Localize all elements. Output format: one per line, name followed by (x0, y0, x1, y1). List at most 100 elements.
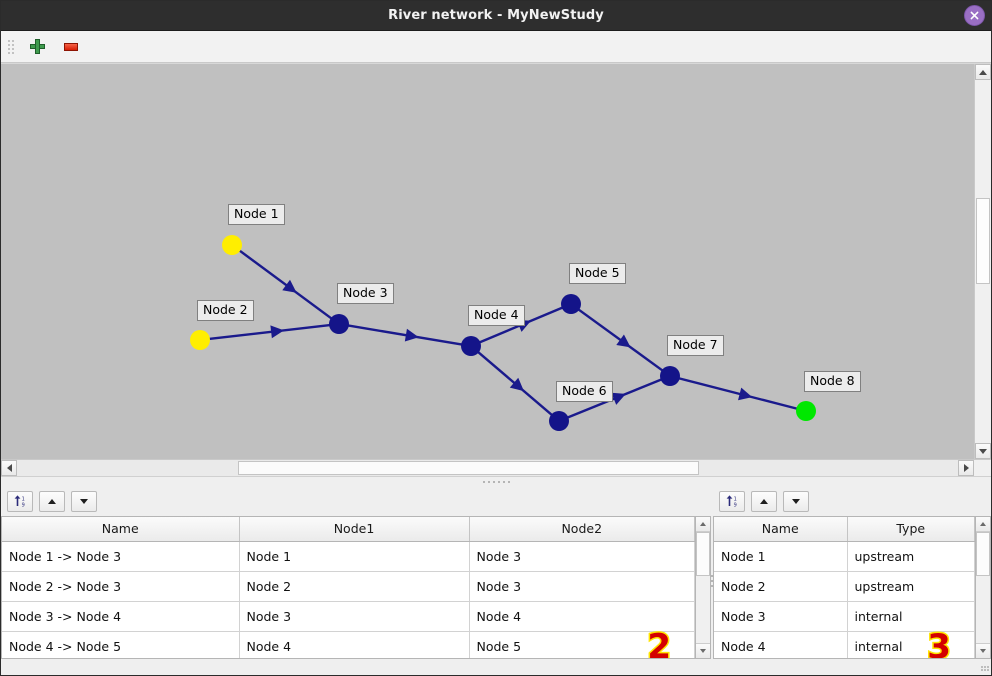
table-cell[interactable]: upstream (847, 571, 975, 602)
vertical-splitter[interactable] (711, 486, 713, 675)
table-cell[interactable]: Node 4 (469, 601, 695, 632)
node-node2[interactable] (190, 330, 210, 350)
edge-Node3-to-Node4[interactable] (347, 324, 463, 346)
nodes-vertical-scrollbar[interactable] (974, 517, 991, 659)
drag-grip-icon[interactable] (7, 36, 14, 58)
edge-Node7-to-Node8[interactable] (678, 377, 798, 410)
table-cell[interactable]: Node 4 (714, 631, 848, 658)
table-cell[interactable]: Node 2 -> Node 3 (2, 571, 240, 602)
scrollbar-corner (974, 460, 991, 476)
horizontal-splitter[interactable] (1, 476, 991, 486)
scroll-right-button[interactable] (958, 460, 974, 476)
table-cell[interactable]: Node 3 (469, 541, 695, 572)
scroll-down-button[interactable] (975, 443, 991, 459)
node-node4[interactable] (461, 336, 481, 356)
canvas-vertical-scrollbar[interactable] (974, 64, 991, 459)
nodes-vscroll-track[interactable] (975, 532, 990, 643)
nodes-sort-button[interactable]: 1 9 (719, 490, 745, 512)
canvas-horizontal-scrollbar[interactable] (1, 459, 991, 476)
canvas-vscroll-track[interactable] (975, 80, 991, 443)
table-cell[interactable]: Node 2 (714, 571, 848, 602)
table-cell[interactable]: Node 3 -> Node 4 (2, 601, 240, 632)
table-cell[interactable]: upstream (847, 541, 975, 572)
reaches-vertical-scrollbar[interactable] (695, 517, 711, 659)
nodes-move-up-button[interactable] (751, 490, 777, 512)
reaches-move-up-button[interactable] (39, 490, 65, 512)
table-cell[interactable]: internal (847, 601, 975, 632)
table-cell[interactable]: Node 4 -> Node 5 (2, 631, 240, 658)
table-cell[interactable]: Node 3 (714, 601, 848, 632)
node-label-node1[interactable]: Node 1 (228, 204, 285, 225)
reaches-column-header[interactable]: Name (2, 517, 240, 542)
nodes-column-header[interactable]: Type (847, 517, 975, 542)
edge-Node2-to-Node3[interactable] (208, 323, 331, 341)
table-cell[interactable]: Node 4 (239, 631, 470, 658)
canvas-hscroll-thumb[interactable] (238, 461, 699, 475)
edge-arrow-icon (282, 279, 297, 293)
table-cell[interactable]: internal (847, 631, 975, 658)
remove-node-button[interactable] (60, 36, 82, 58)
resize-grip-icon[interactable] (981, 666, 989, 674)
nodes-scroll-up-button[interactable] (975, 517, 990, 532)
table-cell[interactable]: Node 1 -> Node 3 (2, 541, 240, 572)
table-cell[interactable]: Node 3 (469, 571, 695, 602)
scroll-left-button[interactable] (1, 460, 17, 476)
table-cell[interactable]: Node 3 (239, 601, 470, 632)
node-node7[interactable] (660, 366, 680, 386)
table-cell[interactable]: Node 5 (469, 631, 695, 658)
svg-text:9: 9 (22, 502, 25, 508)
nodes-group (190, 235, 816, 431)
reaches-sort-button[interactable]: 1 9 (7, 490, 33, 512)
node-label-node7[interactable]: Node 7 (667, 335, 724, 356)
reaches-vscroll-track[interactable] (696, 532, 710, 643)
node-label-node8[interactable]: Node 8 (804, 371, 861, 392)
node-node5[interactable] (561, 294, 581, 314)
node-label-node6[interactable]: Node 6 (556, 381, 613, 402)
nodes-column-header[interactable]: Name (714, 517, 848, 542)
node-label-node5[interactable]: Node 5 (569, 263, 626, 284)
add-node-button[interactable] (26, 36, 48, 58)
reaches-column-header[interactable]: Node2 (469, 517, 695, 542)
close-icon[interactable] (964, 5, 985, 26)
node-node1[interactable] (222, 235, 242, 255)
node-node6[interactable] (549, 411, 569, 431)
canvas-hscroll-track[interactable] (17, 460, 958, 476)
node-label-node2[interactable]: Node 2 (197, 300, 254, 321)
table-cell[interactable]: Node 1 (239, 541, 470, 572)
nodes-vscroll-thumb[interactable] (975, 532, 990, 576)
canvas-vscroll-thumb[interactable] (976, 198, 990, 284)
node-label-node3[interactable]: Node 3 (337, 283, 394, 304)
edge-Node1-to-Node3[interactable] (238, 249, 333, 320)
nodes-move-down-button[interactable] (783, 490, 809, 512)
river-network-diagram[interactable]: Node 1 Node 2 Node 3 Node 4 Node 5 Node 6 Node… (1, 64, 974, 459)
nodes-pane-footer (713, 659, 991, 675)
table-cell[interactable]: Node 2 (239, 571, 470, 602)
nodes-scroll-down-button[interactable] (975, 643, 990, 658)
reaches-vscroll-thumb[interactable] (696, 532, 710, 576)
table-cell[interactable]: Node 1 (714, 541, 848, 572)
reaches-scroll-up-button[interactable] (696, 517, 710, 532)
node-node3[interactable] (329, 314, 349, 334)
scroll-up-button[interactable] (975, 64, 991, 80)
arrow-down-icon (80, 498, 88, 504)
diagram-canvas-area: Node 1 Node 2 Node 3 Node 4 Node 5 Node 6 Node… (1, 63, 991, 459)
node-node8[interactable] (796, 401, 816, 421)
reaches-scroll-down-button[interactable] (696, 643, 710, 658)
reaches-column-header[interactable]: Node1 (239, 517, 470, 542)
reaches-move-down-button[interactable] (71, 490, 97, 512)
node-label-node4[interactable]: Node 4 (468, 305, 525, 326)
svg-text:1: 1 (22, 496, 25, 502)
